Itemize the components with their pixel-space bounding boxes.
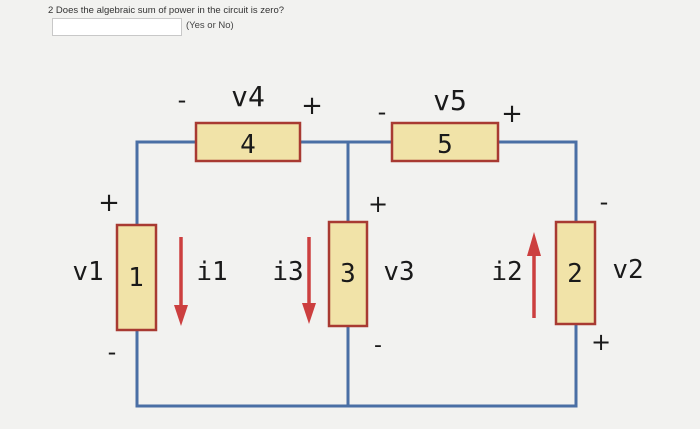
i1-label: i1 — [196, 257, 227, 287]
v1-label: v1 — [72, 257, 103, 287]
v5-plus-sign: + — [501, 99, 523, 129]
arrow-i1-down — [174, 237, 188, 326]
arrow-i3-down — [302, 237, 316, 324]
v4-minus-sign: - — [178, 86, 187, 114]
v4-plus-sign: + — [301, 91, 323, 121]
wire-top-right — [498, 140, 578, 222]
v2-minus-sign: - — [600, 188, 609, 216]
v3-plus-sign: + — [368, 190, 388, 218]
question-text: 2 Does the algebraic sum of power in the… — [48, 5, 285, 16]
v5-minus-sign: - — [378, 98, 387, 126]
answer-hint: (Yes or No) — [186, 20, 234, 31]
resistor-v5-value: 5 — [437, 130, 453, 160]
v3-minus-sign: - — [374, 333, 382, 358]
arrow-i2-up — [527, 232, 541, 318]
v2-label: v2 — [612, 255, 643, 285]
answer-input[interactable] — [52, 18, 182, 36]
i2-label: i2 — [491, 257, 522, 287]
resistor-v4-value: 4 — [240, 130, 256, 160]
i3-label: i3 — [272, 257, 303, 287]
resistor-v1-value: 1 — [128, 263, 144, 293]
v4-label: v4 — [231, 80, 265, 113]
resistor-v2-value: 2 — [567, 259, 583, 289]
wire-top-left — [135, 140, 196, 225]
resistor-v3: 3 — [327, 220, 369, 328]
resistor-v1: 1 — [115, 223, 158, 332]
v1-minus-sign: - — [108, 338, 117, 366]
resistor-v4: 4 — [194, 121, 302, 163]
wire-bottom — [135, 324, 578, 408]
v5-label: v5 — [433, 84, 467, 117]
resistor-v5: 5 — [390, 121, 500, 163]
wires — [135, 140, 578, 408]
resistor-v2: 2 — [554, 220, 597, 326]
v1-plus-sign: + — [98, 188, 120, 218]
v3-label: v3 — [383, 257, 414, 287]
v2-plus-sign: + — [591, 328, 611, 356]
resistor-v3-value: 3 — [340, 259, 356, 289]
